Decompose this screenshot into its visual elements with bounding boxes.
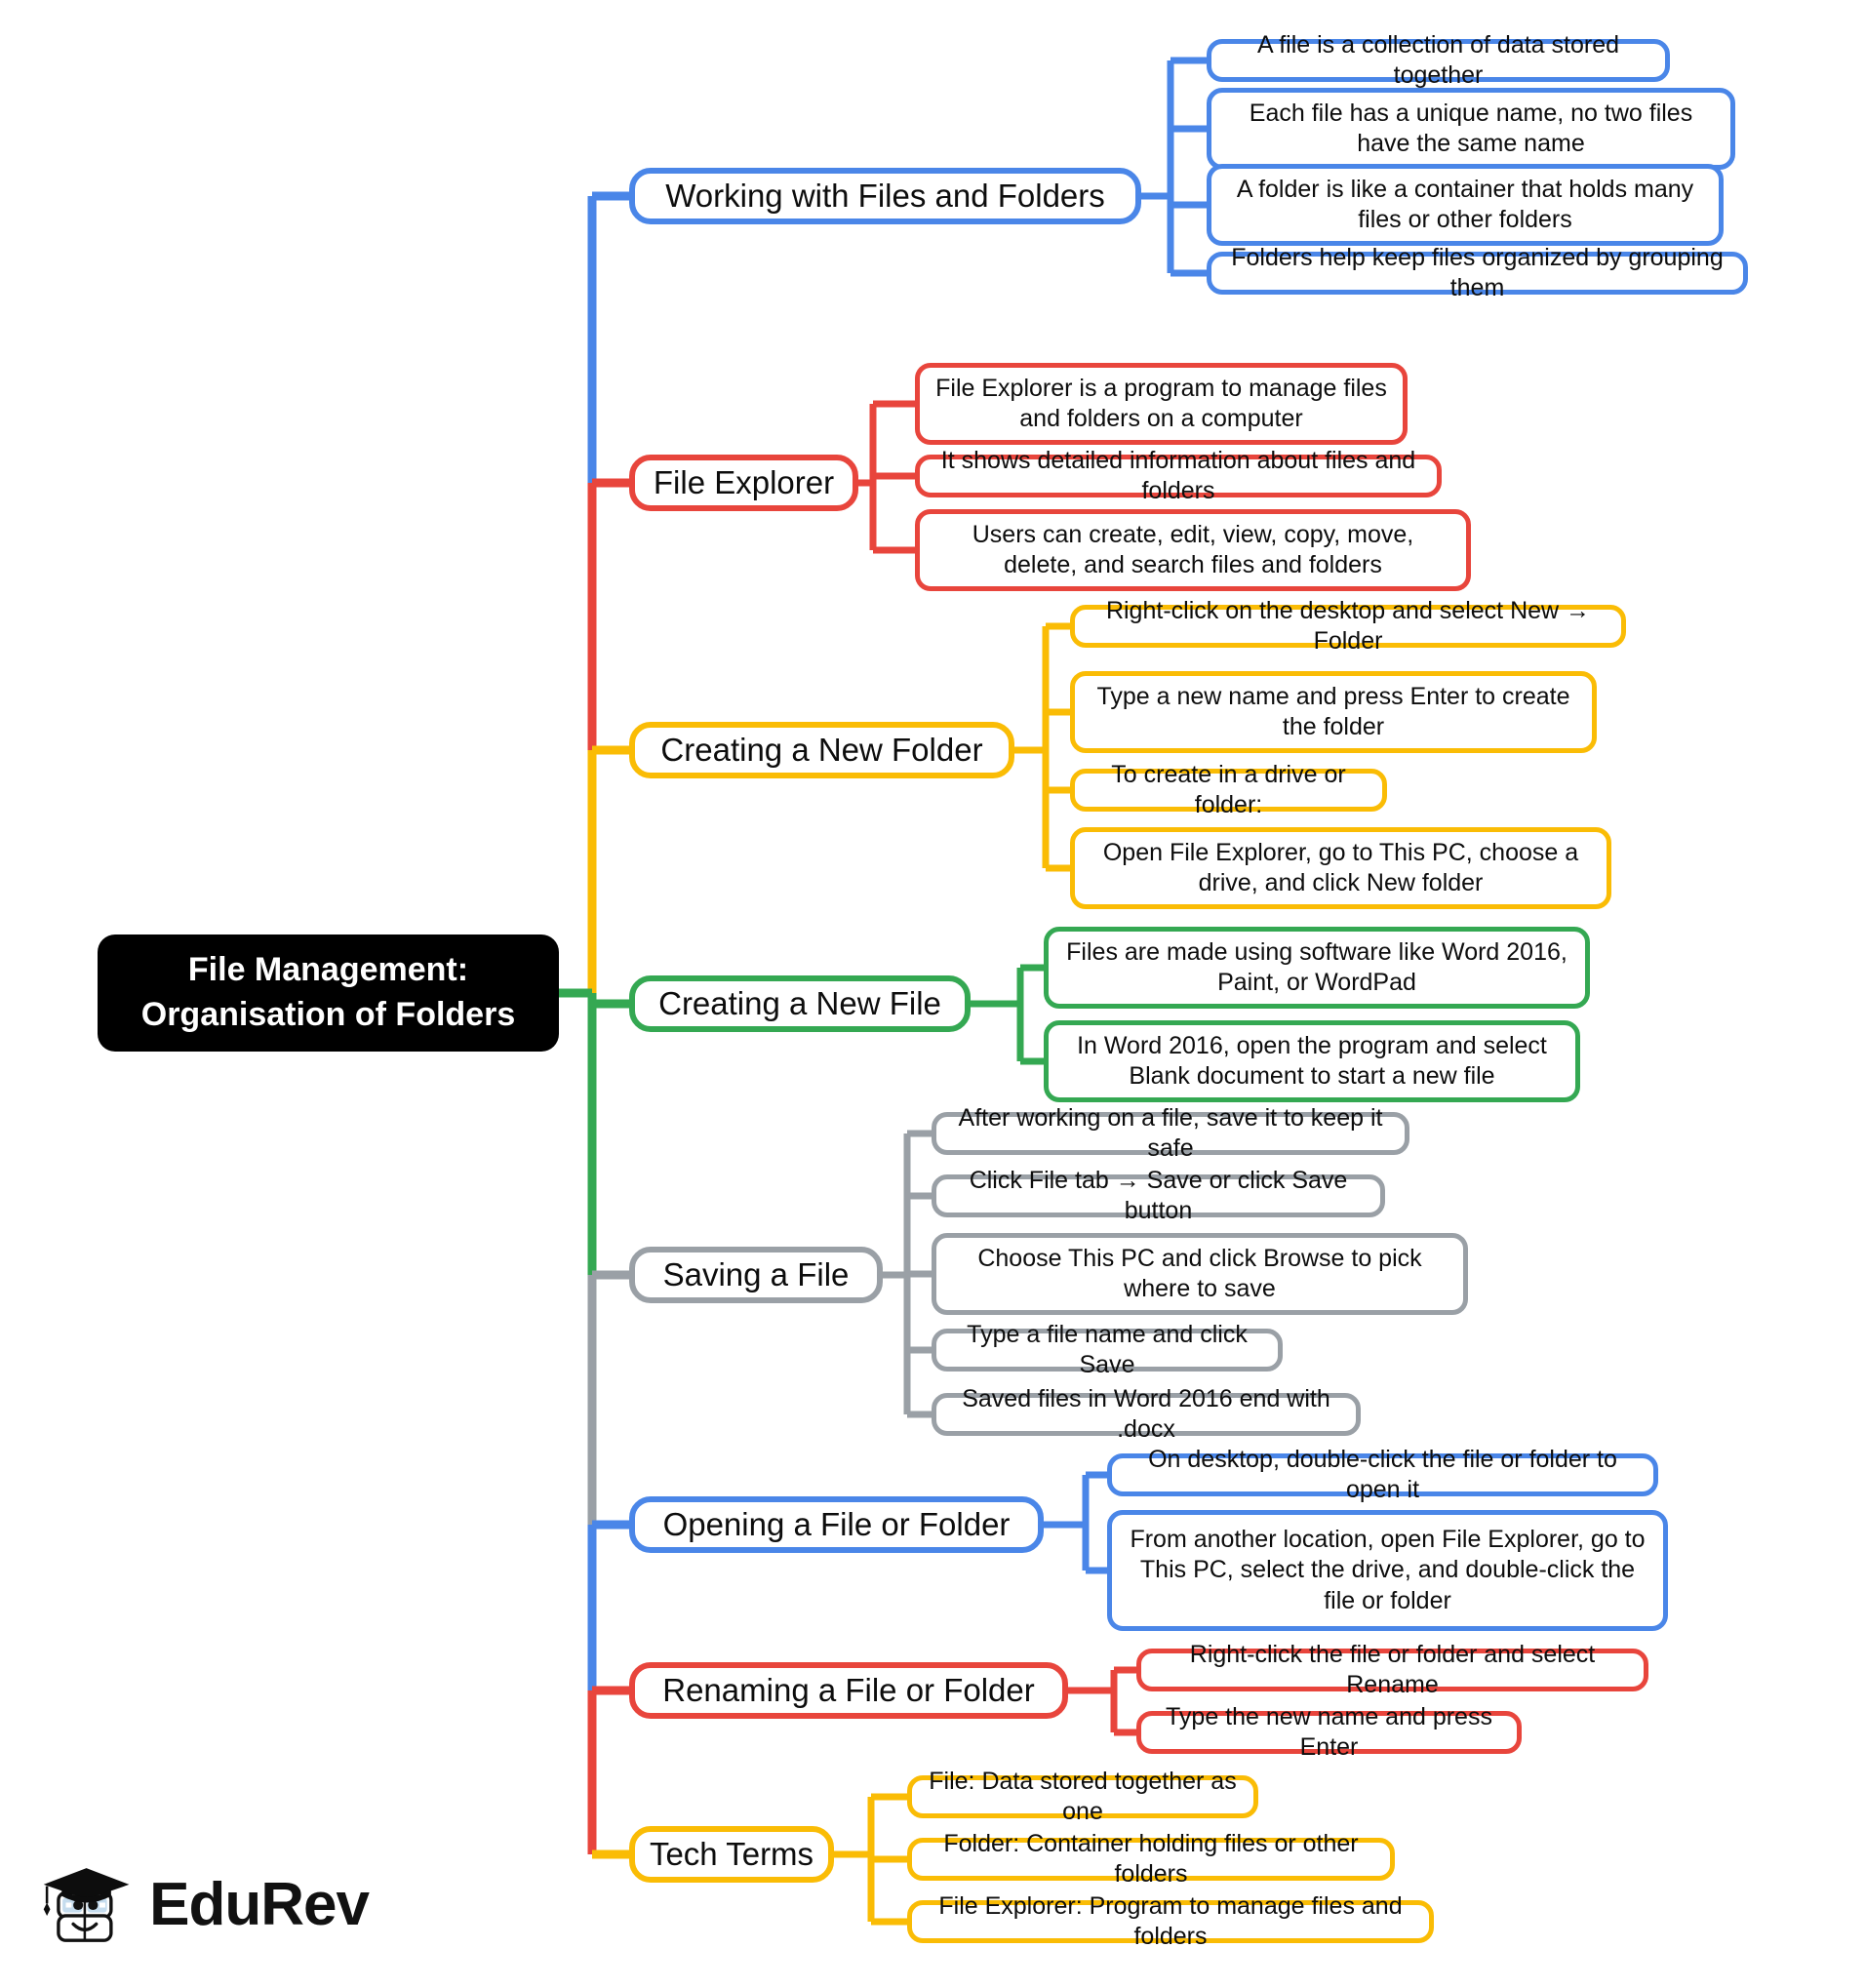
leaf-node-2-3-label: Users can create, edit, view, copy, move… — [972, 520, 1414, 578]
leaf-node-1-4-label: Folders help keep files organized by gro… — [1231, 243, 1724, 301]
branch-node-5[interactable]: Saving a File — [629, 1247, 883, 1303]
branch-node-7[interactable]: Renaming a File or Folder — [629, 1662, 1068, 1719]
edurev-wordmark: EduRev — [149, 1871, 370, 1938]
leaf-node-1-1-label: A file is a collection of data stored to… — [1256, 30, 1620, 89]
leaf-node-2-3[interactable]: Users can create, edit, view, copy, move… — [915, 509, 1471, 591]
leaf-node-2-2-label: It shows detailed information about file… — [940, 446, 1416, 504]
leaf-node-3-4-label: Open File Explorer, go to This PC, choos… — [1102, 838, 1579, 896]
leaf-node-5-4[interactable]: Type a file name and click Save — [932, 1321, 1283, 1378]
leaf-node-5-1[interactable]: After working on a file, save it to keep… — [932, 1104, 1409, 1162]
leaf-node-8-2[interactable]: Folder: Container holding files or other… — [907, 1830, 1395, 1888]
leaf-node-8-1[interactable]: File: Data stored together as one — [907, 1768, 1258, 1825]
leaf-node-4-2[interactable]: In Word 2016, open the program and selec… — [1044, 1020, 1580, 1102]
leaf-node-1-2-label: Each file has a unique name, no two file… — [1249, 99, 1693, 157]
leaf-node-5-5-label: Saved files in Word 2016 end with .docx — [962, 1384, 1330, 1443]
branch-node-5-label: Saving a File — [662, 1256, 850, 1293]
branch-node-1-label: Working with Files and Folders — [665, 178, 1105, 215]
leaf-node-3-4[interactable]: Open File Explorer, go to This PC, choos… — [1070, 827, 1611, 909]
branch-node-2[interactable]: File Explorer — [629, 455, 858, 511]
leaf-node-6-1-label: On desktop, double-click the file or fol… — [1148, 1445, 1617, 1503]
leaf-node-4-2-label: In Word 2016, open the program and selec… — [1077, 1031, 1547, 1090]
leaf-node-5-3[interactable]: Choose This PC and click Browse to pick … — [932, 1233, 1468, 1315]
leaf-node-5-2[interactable]: Click File tab → Save or click Save butt… — [932, 1167, 1385, 1224]
leaf-node-1-3[interactable]: A folder is like a container that holds … — [1207, 164, 1724, 246]
root-title-line-2: Organisation of Folders — [140, 996, 516, 1033]
root-title-line-1: File Management: — [187, 951, 469, 989]
branch-node-2-label: File Explorer — [653, 464, 835, 501]
leaf-node-3-3[interactable]: To create in a drive or folder: — [1070, 761, 1387, 818]
branch-node-3[interactable]: Creating a New Folder — [629, 722, 1014, 778]
leaf-node-3-1-label: Right-click on the desktop and select Ne… — [1105, 596, 1591, 655]
leaf-node-2-2[interactable]: It shows detailed information about file… — [915, 447, 1442, 504]
leaf-node-4-1[interactable]: Files are made using software like Word … — [1044, 927, 1590, 1009]
leaf-node-6-2-label: From another location, open File Explore… — [1130, 1526, 1646, 1614]
branch-node-4-label: Creating a New File — [658, 985, 941, 1022]
leaf-node-4-1-label: Files are made using software like Word … — [1066, 937, 1567, 996]
leaf-node-8-2-label: Folder: Container holding files or other… — [943, 1829, 1359, 1888]
leaf-node-1-4[interactable]: Folders help keep files organized by gro… — [1207, 244, 1748, 301]
edurev-logo[interactable]: EduRev — [37, 1842, 370, 1968]
leaf-node-6-1[interactable]: On desktop, double-click the file or fol… — [1107, 1446, 1658, 1503]
leaf-node-8-3[interactable]: File Explorer: Program to manage files a… — [907, 1892, 1434, 1950]
leaf-node-5-5[interactable]: Saved files in Word 2016 end with .docx — [932, 1385, 1361, 1443]
leaf-node-5-3-label: Choose This PC and click Browse to pick … — [977, 1244, 1422, 1302]
leaf-node-2-1[interactable]: File Explorer is a program to manage fil… — [915, 363, 1408, 445]
branch-node-8[interactable]: Tech Terms — [629, 1826, 834, 1883]
leaf-node-1-1[interactable]: A file is a collection of data stored to… — [1207, 31, 1670, 89]
leaf-node-7-2-label: Type the new name and press Enter — [1166, 1702, 1492, 1761]
leaf-node-8-1-label: File: Data stored together as one — [929, 1767, 1237, 1825]
leaf-node-7-2[interactable]: Type the new name and press Enter — [1136, 1703, 1522, 1761]
leaf-node-3-1[interactable]: Right-click on the desktop and select Ne… — [1070, 597, 1626, 655]
branch-node-1[interactable]: Working with Files and Folders — [629, 168, 1141, 224]
leaf-node-1-3-label: A folder is like a container that holds … — [1236, 175, 1694, 233]
leaf-node-7-1[interactable]: Right-click the file or folder and selec… — [1136, 1641, 1648, 1698]
leaf-node-3-2-label: Type a new name and press Enter to creat… — [1096, 682, 1570, 740]
leaf-node-6-2[interactable]: From another location, open File Explore… — [1107, 1510, 1668, 1631]
leaf-node-1-2[interactable]: Each file has a unique name, no two file… — [1207, 88, 1735, 170]
branch-node-6-label: Opening a File or Folder — [662, 1506, 1011, 1543]
leaf-node-5-1-label: After working on a file, save it to keep… — [958, 1103, 1383, 1162]
branch-node-6[interactable]: Opening a File or Folder — [629, 1496, 1044, 1553]
leaf-node-3-3-label: To create in a drive or folder: — [1111, 760, 1346, 818]
branch-node-3-label: Creating a New Folder — [660, 732, 983, 769]
leaf-node-7-1-label: Right-click the file or folder and selec… — [1189, 1640, 1596, 1698]
leaf-node-5-2-label: Click File tab → Save or click Save butt… — [969, 1166, 1348, 1224]
branch-node-7-label: Renaming a File or Folder — [662, 1672, 1035, 1709]
root-node[interactable]: File Management: Organisation of Folders — [98, 934, 559, 1052]
graduation-cap-book-icon — [43, 1868, 130, 1942]
leaf-node-5-4-label: Type a file name and click Save — [967, 1320, 1248, 1378]
branch-node-4[interactable]: Creating a New File — [629, 975, 971, 1032]
branch-node-8-label: Tech Terms — [649, 1836, 814, 1873]
leaf-node-2-1-label: File Explorer is a program to manage fil… — [935, 374, 1387, 432]
leaf-node-8-3-label: File Explorer: Program to manage files a… — [938, 1891, 1403, 1950]
leaf-node-3-2[interactable]: Type a new name and press Enter to creat… — [1070, 671, 1597, 753]
